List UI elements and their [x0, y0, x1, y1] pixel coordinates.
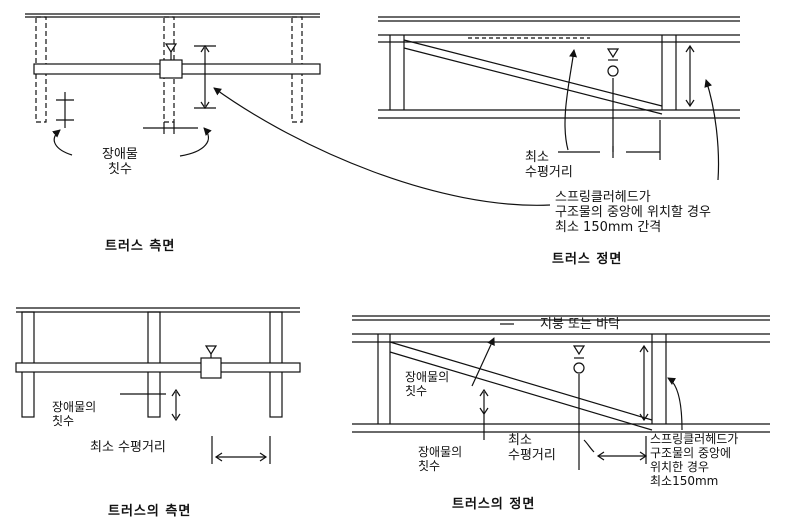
- bottom-center-note-line3: 위치한 경우: [650, 460, 710, 474]
- bottom-side-obstruction-line2: 칫수: [52, 414, 75, 428]
- top-side-view: [25, 13, 321, 157]
- bottom-front-view: [352, 315, 770, 470]
- bottom-side-min-horizontal-label: 최소 수평거리: [90, 440, 166, 455]
- top-min-horizontal-label: 최소 수평거리: [525, 150, 573, 180]
- top-center-note-line1: 스프링클러헤드가: [555, 190, 651, 205]
- bottom-side-obstruction-label: 장애물의 칫수: [52, 400, 96, 428]
- bottom-front-caption: 트러스의 정면: [452, 497, 536, 512]
- top-obstruction-label: 장애물 칫수: [102, 147, 138, 177]
- bottom-front-min-horizontal-label: 최소 수평거리: [508, 433, 556, 463]
- top-center-note-line3: 최소 150mm 간격: [555, 220, 662, 235]
- top-center-note-line2: 구조물의 중앙에 위치할 경우: [555, 205, 711, 220]
- top-min-horizontal-line2: 수평거리: [525, 165, 573, 180]
- top-obstruction-line2: 칫수: [107, 162, 132, 177]
- bottom-front-min-horizontal-line1: 최소: [508, 433, 532, 448]
- top-side-caption: 트러스 측면: [105, 239, 176, 254]
- bottom-obstruction-lower-line2: 칫수: [418, 459, 441, 473]
- top-front-view: [213, 16, 740, 206]
- top-center-note: 스프링클러헤드가 구조물의 중앙에 위치할 경우 최소 150mm 간격: [555, 190, 711, 235]
- bottom-center-note-line2: 구조물의 중앙에: [650, 446, 732, 460]
- bottom-center-note-line1: 스프링클러헤드가: [650, 432, 739, 446]
- bottom-center-note: 스프링클러헤드가 구조물의 중앙에 위치한 경우 최소150mm: [650, 432, 738, 488]
- bottom-center-note-line4: 최소150mm: [650, 474, 719, 488]
- bottom-obstruction-lower-label: 장애물의 칫수: [418, 445, 462, 473]
- bottom-roof-label: 지붕 또는 바닥: [540, 317, 621, 332]
- bottom-obstruction-upper-line2: 칫수: [405, 384, 428, 398]
- top-min-horizontal-line1: 최소: [525, 150, 549, 165]
- bottom-obstruction-lower-line1: 장애물의: [418, 445, 463, 459]
- bottom-side-view: [15, 307, 301, 464]
- top-front-caption: 트러스 정면: [552, 252, 623, 267]
- bottom-front-min-horizontal-line2: 수평거리: [508, 448, 556, 463]
- bottom-side-obstruction-line1: 장애물의: [52, 400, 97, 414]
- bottom-obstruction-upper-label: 장애물의 칫수: [405, 370, 449, 398]
- top-obstruction-line1: 장애물: [102, 147, 138, 162]
- bottom-side-caption: 트러스의 측면: [108, 504, 192, 519]
- bottom-obstruction-upper-line1: 장애물의: [405, 370, 450, 384]
